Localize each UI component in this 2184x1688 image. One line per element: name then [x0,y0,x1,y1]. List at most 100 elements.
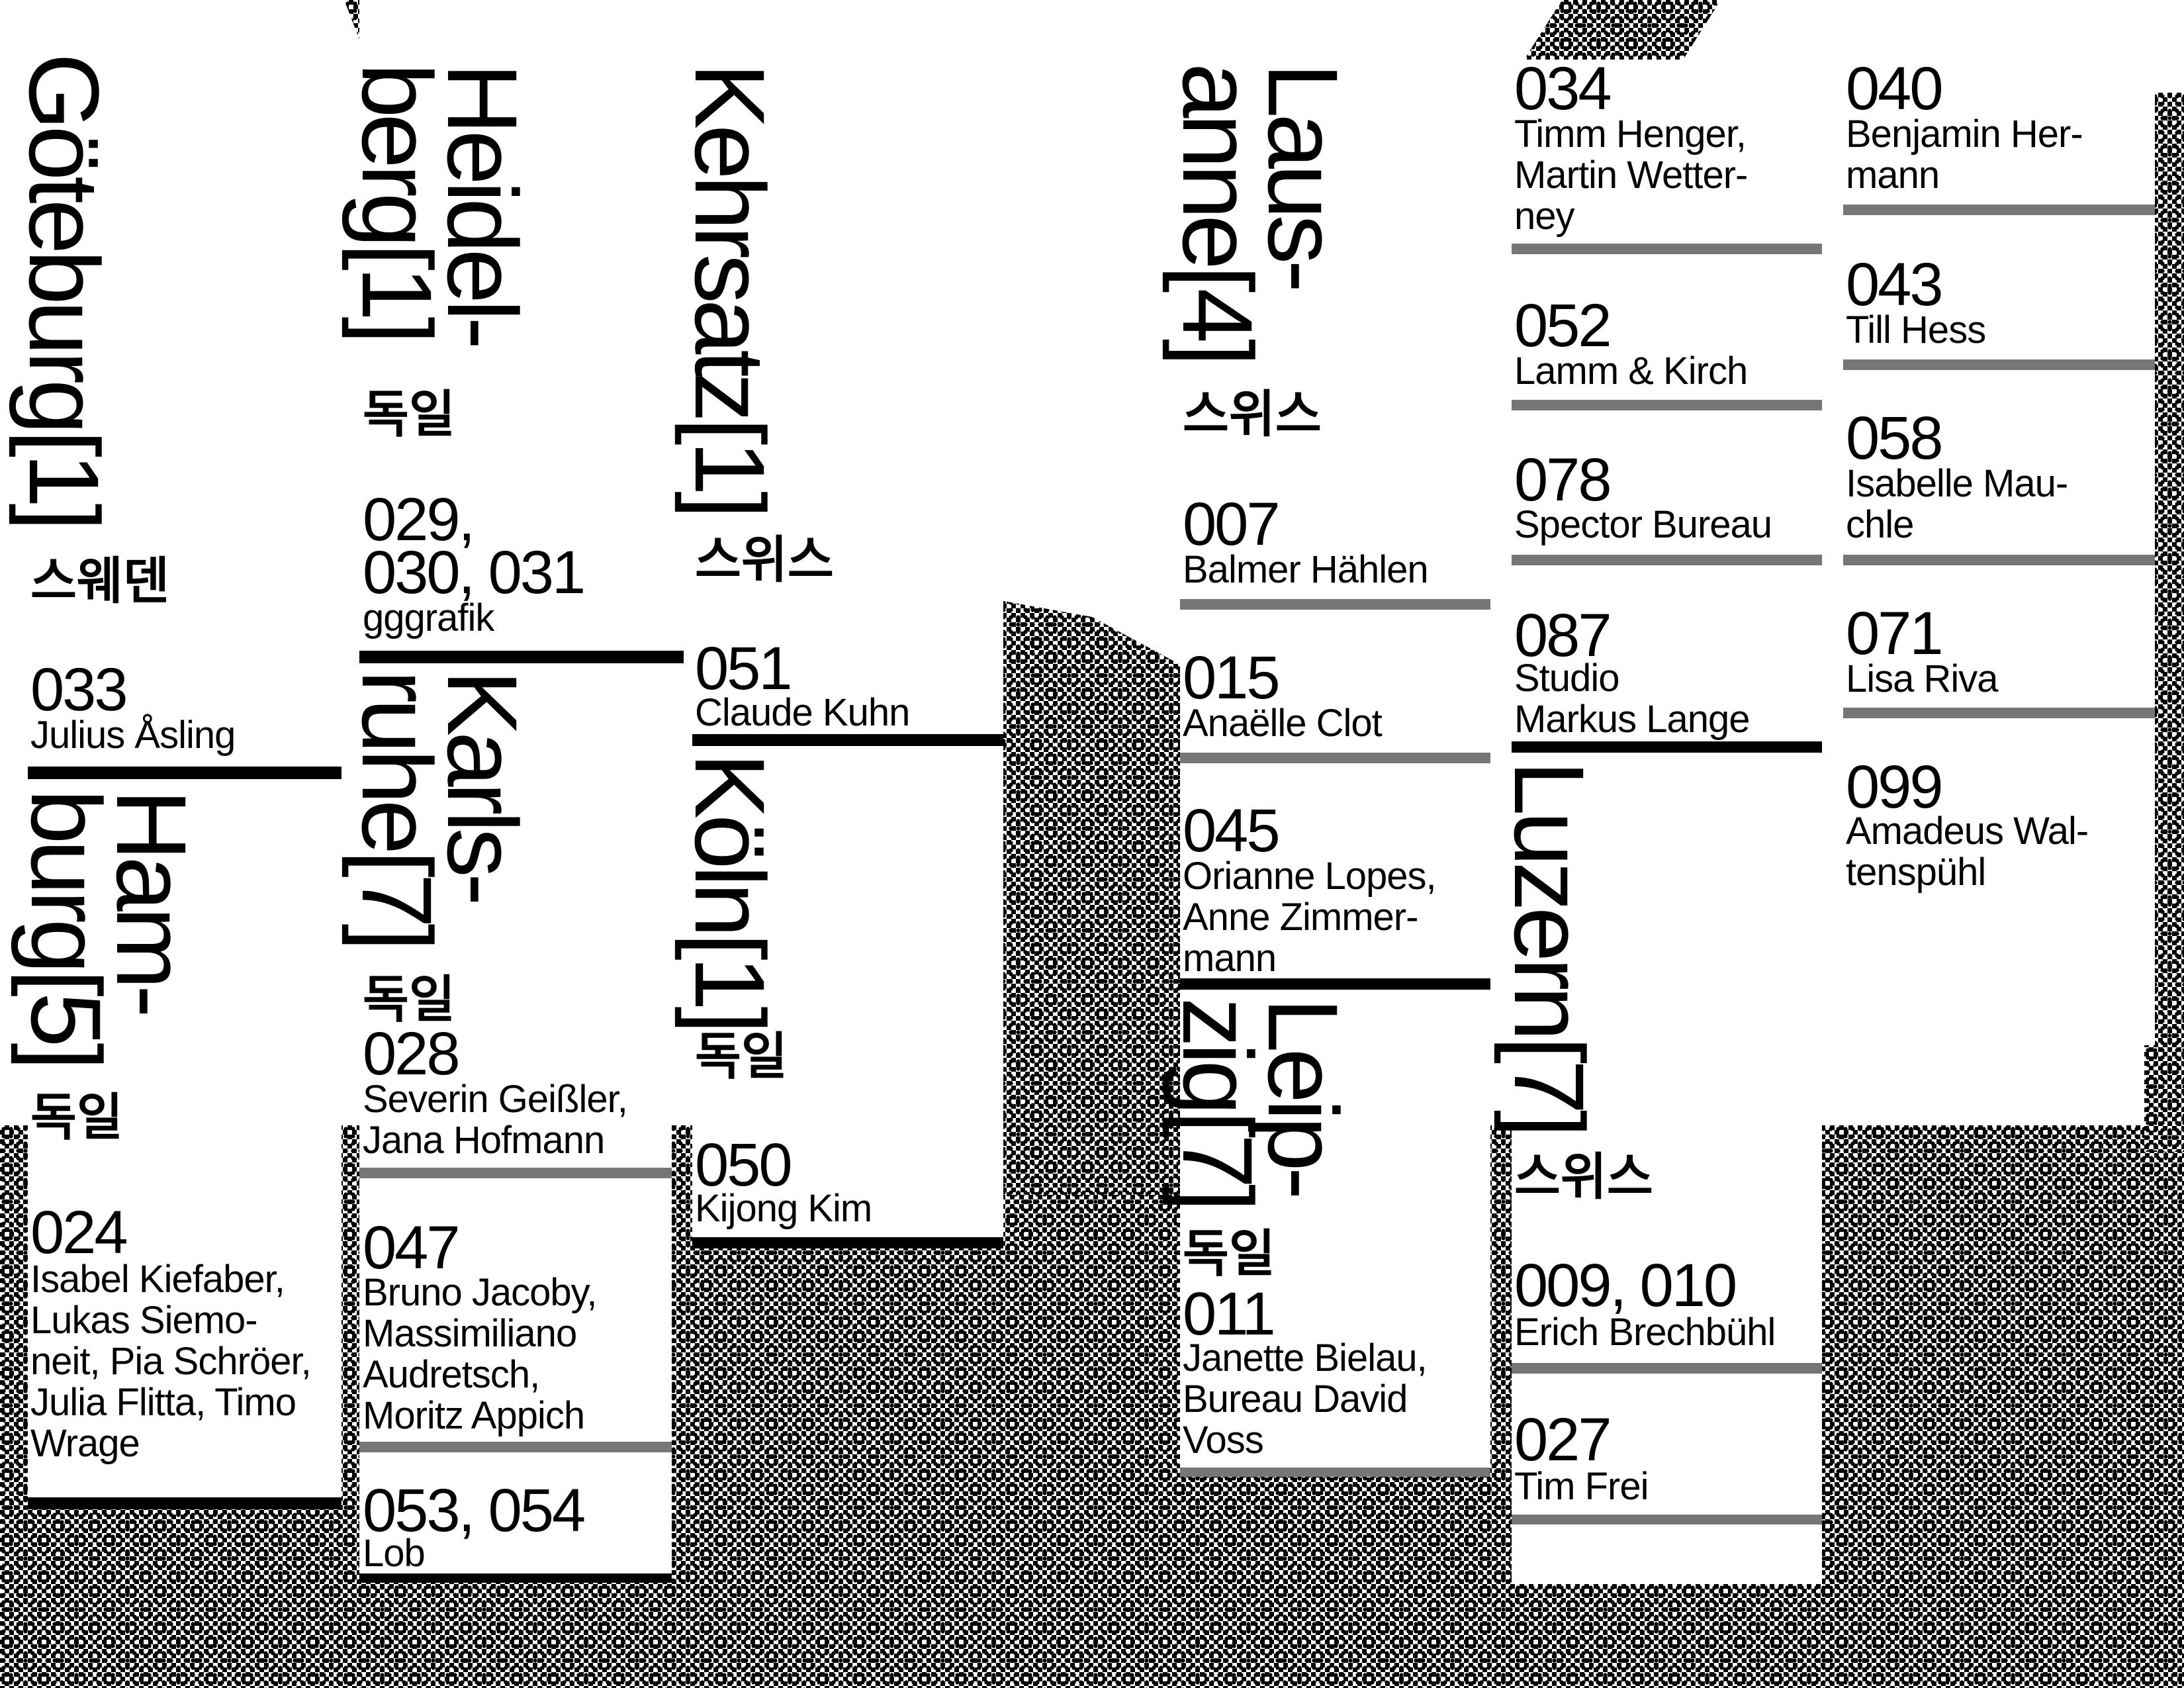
entry-names: gggrafik [363,598,494,639]
entry-name-line: Jana Hofmann [363,1119,605,1162]
entry-name-line: Timm Henger, [1514,113,1747,156]
entry-number: 071 [1846,600,1943,667]
city-title: Ham- burg[5] [11,789,207,1066]
entry-number: 009, 010 [1514,1252,1737,1319]
entry-rule [1843,205,2155,215]
entry-name-line: Balmer Hählen [1183,548,1429,591]
entry-names: Studio Markus Lange [1514,657,1751,741]
entry-name-line: Markus Lange [1514,698,1751,741]
entry-names: Severin Geißler, Jana Hofmann [363,1078,628,1162]
entry-names: Timm Henger, Martin Wetter- ney [1514,113,1748,238]
column-right [1843,60,2155,1045]
entry-names: Spector Bureau [1514,504,1772,545]
entry-name-line: Benjamin Her- [1846,113,2083,156]
city-title: Karls- ruhe[7] [341,670,538,947]
entry-rule [1843,555,2155,565]
city-line: Göteburg[1] [9,53,120,527]
entry-name-line: mann [1183,937,1277,980]
dither-texture-top-right [1522,0,1721,63]
entry-number: 052 [1514,292,1612,359]
entry-number: 034 [1514,55,1612,122]
entry-name-line: ney [1514,195,1575,238]
entry-number-line: 040 [1846,55,1943,122]
city-line: ruhe[7] [341,670,453,947]
entry-rule [1512,400,1822,410]
city-line: Karls- [427,670,538,902]
entry-name-line: Isabelle Mau- [1846,462,2068,505]
city-line: berg[1] [341,63,453,340]
entry-name-line: Voss [1183,1419,1264,1462]
entry-name-line: Anaëlle Clot [1183,702,1383,745]
entry-number-line: 007 [1183,491,1280,558]
city-line: Köln[1] [674,753,786,1029]
entry-number: 051 [695,638,792,699]
entry-name-line: Lamm & Kirch [1514,350,1748,393]
entry-name-line: Moritz Appich [363,1394,585,1437]
entry-number-line: 050 [695,1131,792,1199]
entry-names: Tim Frei [1514,1465,1649,1508]
country-label: 스위스 [1183,385,1322,444]
entry-name-line: Till Hess [1846,308,1986,352]
entry-names: Kijong Kim [695,1188,872,1229]
entry-name-line: Bruno Jacoby, [363,1271,597,1314]
city-title: Kehrsatz[1] [674,63,786,514]
city-title: Heidel- berg[1] [341,63,538,345]
entry-number: 015 [1183,647,1280,708]
entry-names: Amadeus Wal- tenspühl [1846,810,2089,893]
entry-number-line: 024 [30,1199,128,1266]
entry-names: Isabel Kiefaber, Lukas Siemo- neit, Pia … [30,1259,312,1465]
entry-name-line: Audretsch, [363,1353,540,1396]
entry-number: 027 [1514,1409,1612,1470]
section-rule [1512,741,1822,753]
entry-number-line: 078 [1514,446,1612,514]
entry-name-line: Lukas Siemo- [30,1299,258,1342]
country-label: 스웨덴 [30,551,169,610]
entry-name-line: Massimiliano [363,1312,577,1355]
country-label: 독일 [1183,1224,1275,1283]
entry-number-line: 045 [1183,797,1280,865]
entry-names: Erich Brechbühl [1514,1312,1776,1353]
city-title: Köln[1] [674,753,786,1029]
entry-rule [1512,1363,1822,1374]
entry-rule [1512,244,1822,254]
column-goteborg-hamburg [28,0,341,1509]
entry-rule [359,1168,672,1178]
entry-name-line: mann [1846,154,1940,197]
entry-name-line: Wrage [30,1422,140,1465]
entry-name-line: Claude Kuhn [695,691,910,734]
entry-number-line: 071 [1846,600,1943,667]
entry-names: Lob [363,1533,426,1574]
entry-name-line: Martin Wetter- [1514,154,1748,197]
entry-number-line: 052 [1514,292,1612,359]
country-label: 스위스 [1514,1147,1653,1206]
entry-number-line: 009, 010 [1514,1252,1737,1319]
entry-rule [1512,555,1822,565]
column-kehrsatz-koeln [692,0,1003,1248]
entry-number: 011 [1183,1284,1276,1344]
entry-name-line: Tim Frei [1514,1465,1649,1508]
column-end-rule [28,1497,341,1509]
country-label: 독일 [695,1027,788,1086]
entry-names: Balmer Hählen [1183,548,1429,591]
entry-number: 045 [1183,797,1280,865]
entry-number: 058 [1846,408,1943,469]
section-rule [28,767,341,779]
entry-rule [359,1442,672,1452]
entry-number: 099 [1846,757,1943,818]
entry-number-line: 034 [1514,55,1612,122]
entry-names: Till Hess [1846,308,1986,352]
city-line: burg[5] [11,789,122,1066]
entry-rule [1180,599,1490,610]
entry-name-line: Severin Geißler, [363,1078,628,1121]
entry-number: 053, 054 [363,1480,586,1541]
entry-names: Bruno Jacoby, Massimiliano Audretsch, Mo… [363,1271,597,1437]
entry-name-line: Amadeus Wal- [1846,810,2089,853]
entry-name-line: Studio [1514,657,1619,700]
column-heidelberg-karlsruhe [359,0,672,1583]
entry-name-line: Julius Åsling [30,714,236,757]
entry-number-line: 087 [1514,602,1612,669]
country-label: 독일 [30,1088,123,1147]
column-luzern [1512,60,1822,1584]
entry-names: Julius Åsling [30,714,236,757]
entry-names: Orianne Lopes, Anne Zimmer- mann [1183,856,1437,980]
